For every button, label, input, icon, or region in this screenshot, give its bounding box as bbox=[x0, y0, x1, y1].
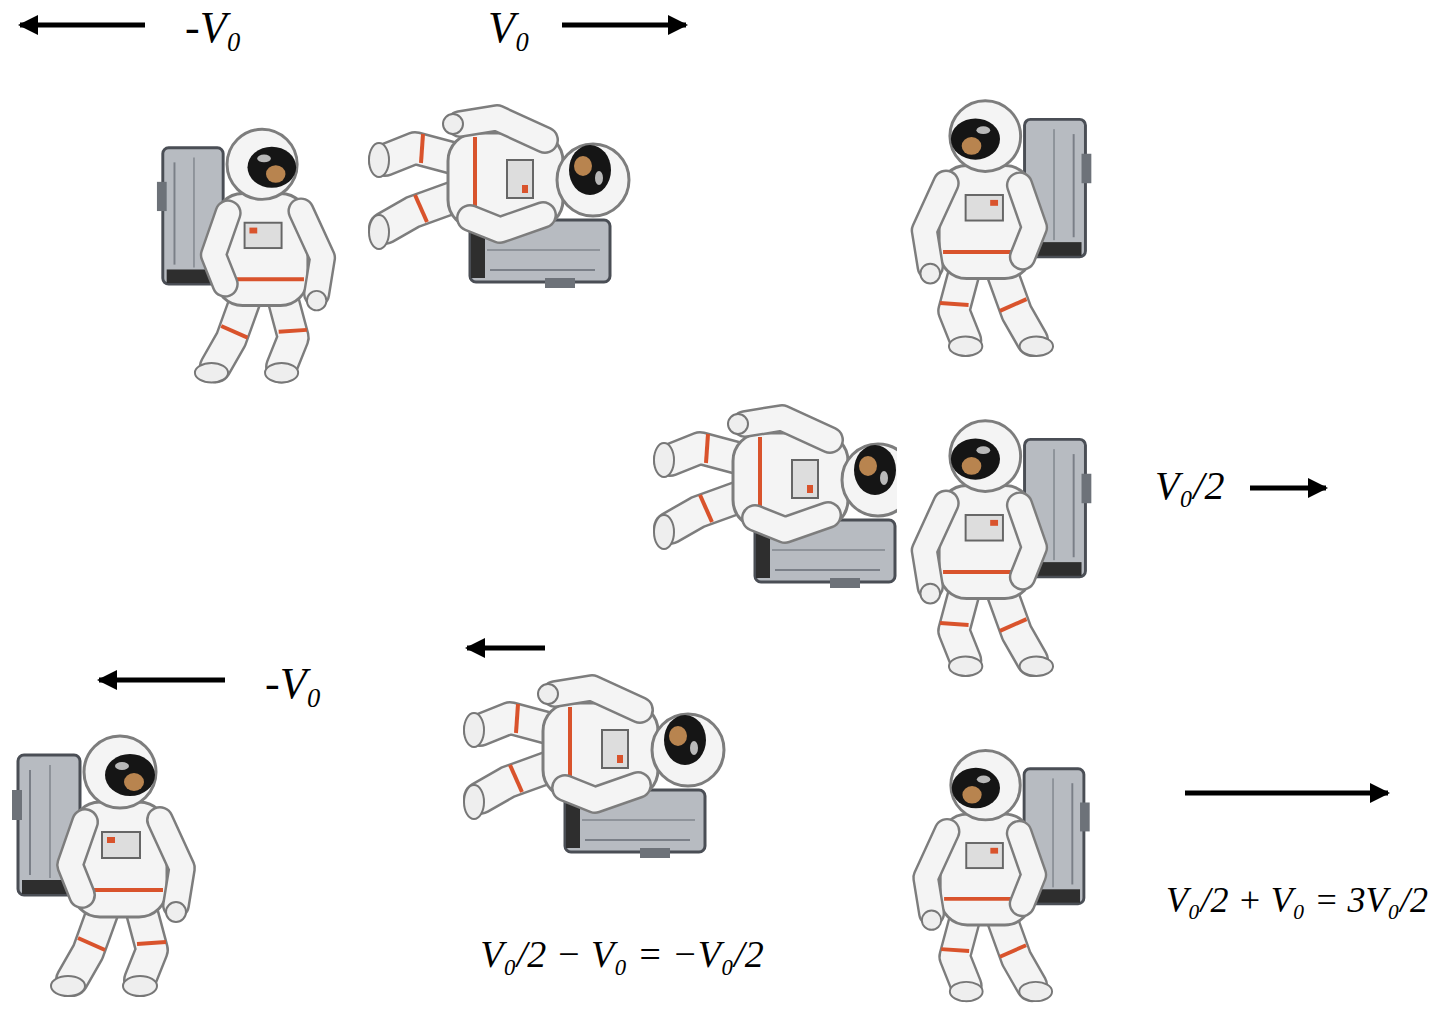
astronaut bbox=[920, 101, 1091, 356]
astronaut bbox=[464, 684, 724, 858]
velocity-label: -V₀ bbox=[185, 6, 242, 50]
velocity-arrow bbox=[20, 23, 145, 28]
velocity-arrow bbox=[1185, 791, 1388, 796]
astronaut bbox=[920, 421, 1091, 676]
velocity-arrows bbox=[20, 25, 1388, 793]
astronaut bbox=[654, 414, 897, 588]
velocity-arrow bbox=[562, 23, 686, 28]
velocity-arrow bbox=[467, 646, 545, 651]
velocity-label: -V₀ bbox=[265, 662, 322, 706]
astronaut bbox=[922, 750, 1090, 1001]
velocity-label: V₀ bbox=[488, 6, 530, 50]
velocity-label: V₀/2 bbox=[1155, 466, 1224, 506]
velocity-label: V₀/2 − V₀ = −V₀/2 bbox=[480, 935, 763, 973]
astronaut bbox=[12, 736, 186, 996]
velocity-arrow bbox=[1250, 486, 1326, 491]
astronaut bbox=[157, 129, 326, 382]
astronaut bbox=[369, 114, 629, 288]
velocity-label: V₀/2 + V₀ = 3V₀/2 bbox=[1166, 882, 1428, 918]
velocity-arrow bbox=[99, 678, 225, 683]
